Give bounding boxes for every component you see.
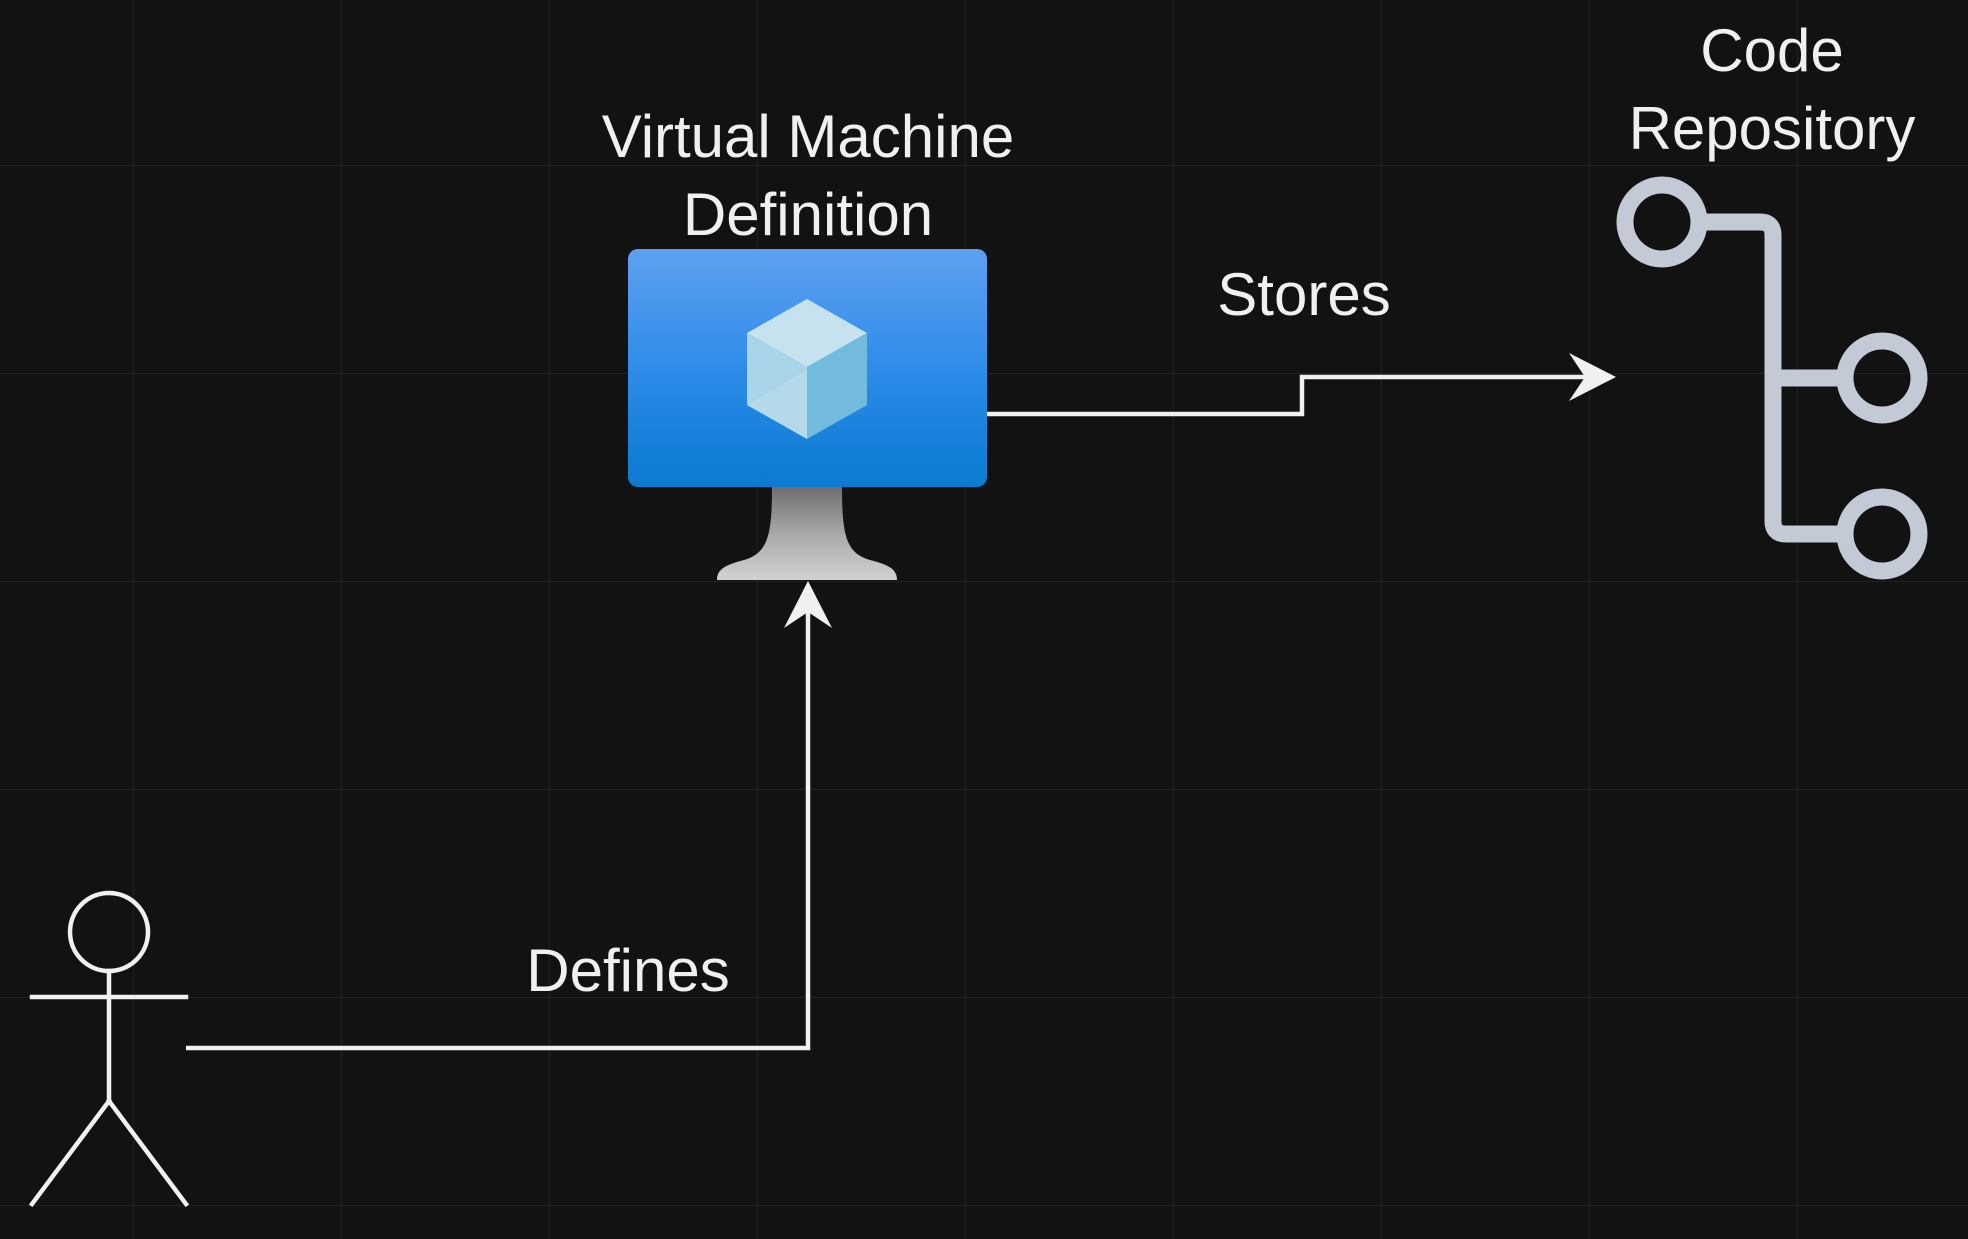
- vm-label: Virtual Machine Definition: [588, 98, 1028, 254]
- repo-label-line-2: Repository: [1628, 95, 1916, 162]
- vm-label-line-1: Virtual Machine: [601, 103, 1015, 170]
- repo-label-line-1: Code: [1700, 17, 1844, 84]
- git-branch-icon[interactable]: [1616, 176, 1928, 580]
- edge-label-stores: Stores: [1217, 261, 1391, 328]
- vm-label-line-2: Definition: [682, 181, 934, 248]
- edge-label-defines: Defines: [526, 937, 730, 1004]
- repo-label: Code Repository: [1600, 12, 1944, 168]
- arrowhead-right: [1569, 353, 1616, 401]
- monitor-stand: [717, 487, 897, 580]
- person-icon[interactable]: [28, 890, 190, 1208]
- cube-icon: [747, 299, 867, 439]
- virtual-machine-icon[interactable]: [628, 249, 987, 580]
- edge-stores[interactable]: [987, 353, 1616, 417]
- edge-defines[interactable]: [186, 581, 832, 1051]
- arrowhead-up: [784, 581, 832, 628]
